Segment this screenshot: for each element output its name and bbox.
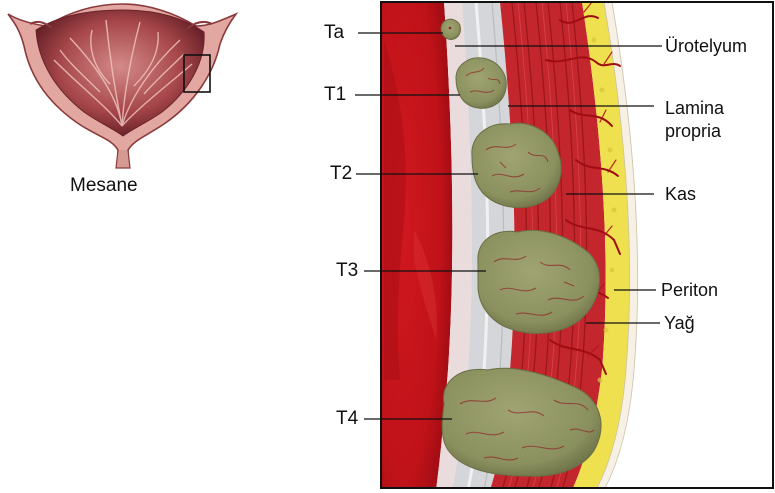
tumor-t2	[472, 123, 561, 207]
stage-label-t2: T2	[330, 164, 352, 183]
layer-label-periton: Periton	[661, 281, 718, 299]
stage-label-t3: T3	[336, 261, 358, 280]
layer-label-kas: Kas	[665, 185, 696, 203]
wall-cross-section	[381, 2, 773, 490]
bladder-label: Mesane	[70, 176, 138, 195]
layer-label-lamina-propria: Lamina propria	[665, 97, 724, 142]
tumor-ta	[441, 19, 461, 39]
layer-label-yag: Yağ	[664, 314, 695, 332]
stage-label-t4: T4	[336, 409, 358, 428]
stage-label-t1: T1	[324, 85, 346, 104]
stage-label-ta: Ta	[324, 23, 344, 42]
bladder-illustration	[8, 4, 236, 168]
layer-label-urotelyum: Ürotelyum	[665, 37, 747, 55]
